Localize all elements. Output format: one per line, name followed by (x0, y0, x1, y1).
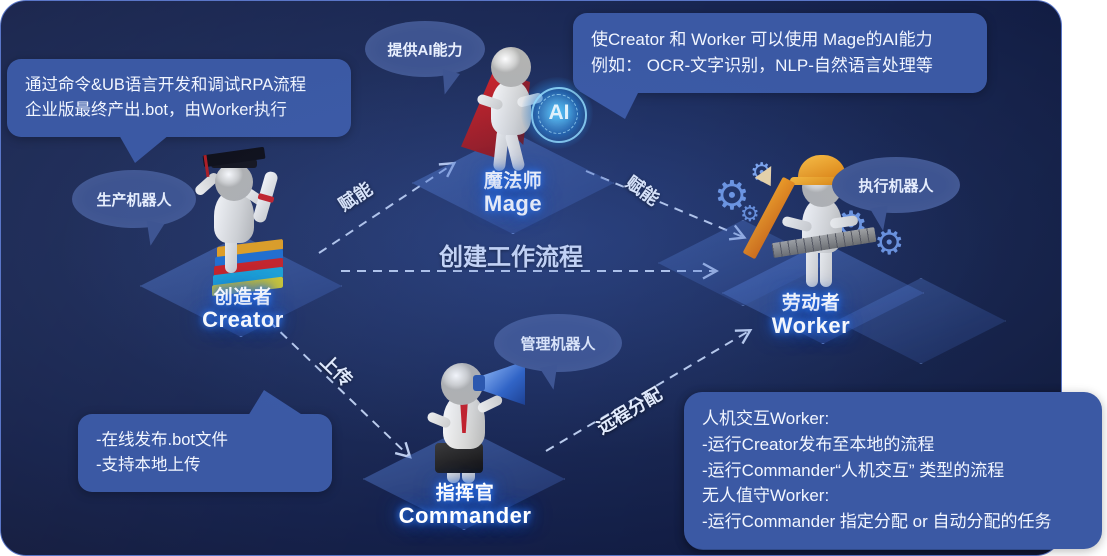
edge-label-creator-to-worker: 创建工作流程 (439, 244, 583, 271)
callout-commander: -在线发布.bot文件 -支持本地上传 (78, 390, 332, 493)
node-label-mage-cn: 魔法师 (483, 171, 543, 192)
node-label-mage: 魔法师 Mage (484, 171, 543, 217)
callout-worker-overflow-line-3: -运行Commander“人机交互” 类型的流程 (702, 460, 1005, 480)
callout-tail (579, 90, 639, 119)
callout-tail (248, 390, 304, 416)
callout-worker-overflow: 人机交互Worker: -运行Creator发布至本地的流程 -运行Comman… (684, 392, 1102, 550)
node-label-mage-en: Mage (483, 191, 543, 217)
node-label-commander-en: Commander (398, 503, 532, 529)
callout-creator: 通过命令&UB语言开发和调试RPA流程 企业版最终产出.bot，由Worker执… (7, 59, 351, 164)
bubble-commander: 管理机器人 (494, 314, 622, 392)
gear-icon: ⚙ (750, 157, 774, 187)
gear-icon: ⚙ (714, 174, 750, 218)
callout-commander-line-1: -在线发布.bot文件 (96, 431, 229, 449)
node-label-worker-cn: 劳动者 (781, 293, 841, 314)
callout-creator-line-1: 通过命令&UB语言开发和调试RPA流程 (25, 76, 307, 94)
callout-worker-overflow-line-5: -运行Commander 指定分配 or 自动分配的任务 (702, 512, 1052, 532)
edge-mage-to-worker (585, 170, 747, 241)
bubble-commander-text: 管理机器人 (520, 335, 596, 353)
edge-label-layer: 赋能 赋能 创建工作流程 上传 远程分配 (1, 1, 1061, 555)
callout-commander-line-2: -支持本地上传 (96, 456, 201, 475)
node-label-commander-cn: 指挥官 (435, 483, 495, 504)
callout-mage-line-1: 使Creator 和 Worker 可以使用 Mage的AI能力 (591, 30, 933, 49)
necktie-icon (460, 399, 468, 433)
bubble-mage-text: 提供AI能力 (387, 41, 463, 59)
gear-icon: ⚙ (874, 224, 905, 262)
node-label-worker: 劳动者 Worker (772, 293, 850, 339)
node-label-layer: 创造者 Creator 魔法师 Mage 劳动者 Worker 指挥官 Comm… (1, 1, 1061, 555)
node-label-creator-en: Creator (202, 307, 284, 333)
platform-layer (1, 1, 1061, 555)
edge-creator-to-commander (268, 320, 412, 459)
bubble-mage: 提供AI能力 (365, 21, 485, 98)
callout-mage-line-2: 例如： OCR-文字识别，NLP-自然语言处理等 (591, 55, 933, 75)
callout-tail (119, 135, 169, 164)
bubble-worker-text: 执行机器人 (858, 177, 934, 195)
node-label-creator-cn: 创造者 (213, 287, 273, 308)
callout-worker-overflow-line-1: 人机交互Worker: (702, 409, 830, 428)
gear-icon: ⚙ (740, 201, 760, 226)
node-label-creator: 创造者 Creator (202, 287, 284, 333)
megaphone-figure-icon (399, 351, 529, 491)
bubble-creator: 生产机器人 (72, 170, 196, 248)
callout-mage: 使Creator 和 Worker 可以使用 Mage的AI能力 例如： OCR… (573, 13, 987, 119)
node-label-commander: 指挥官 Commander (399, 483, 532, 529)
callout-worker-overflow-line-2: -运行Creator发布至本地的流程 (702, 434, 935, 454)
edge-commander-to-worker (545, 328, 753, 452)
figure-layer: AI ⚙ ⚙ ⚙ ⚙ ⚙ ⚙ ⚙ (1, 1, 1061, 555)
callout-worker-overflow-line-4: 无人值守Worker: (702, 486, 830, 506)
bubble-creator-text: 生产机器人 (96, 191, 172, 209)
callout-creator-line-2: 企业版最终产出.bot，由Worker执行 (25, 101, 287, 120)
node-label-worker-en: Worker (771, 313, 851, 339)
graduate-figure-icon (181, 146, 301, 297)
bubble-layer: 生产机器人 提供AI能力 执行机器人 管理机器人 (1, 1, 1061, 555)
bubble-worker: 执行机器人 (832, 157, 960, 233)
